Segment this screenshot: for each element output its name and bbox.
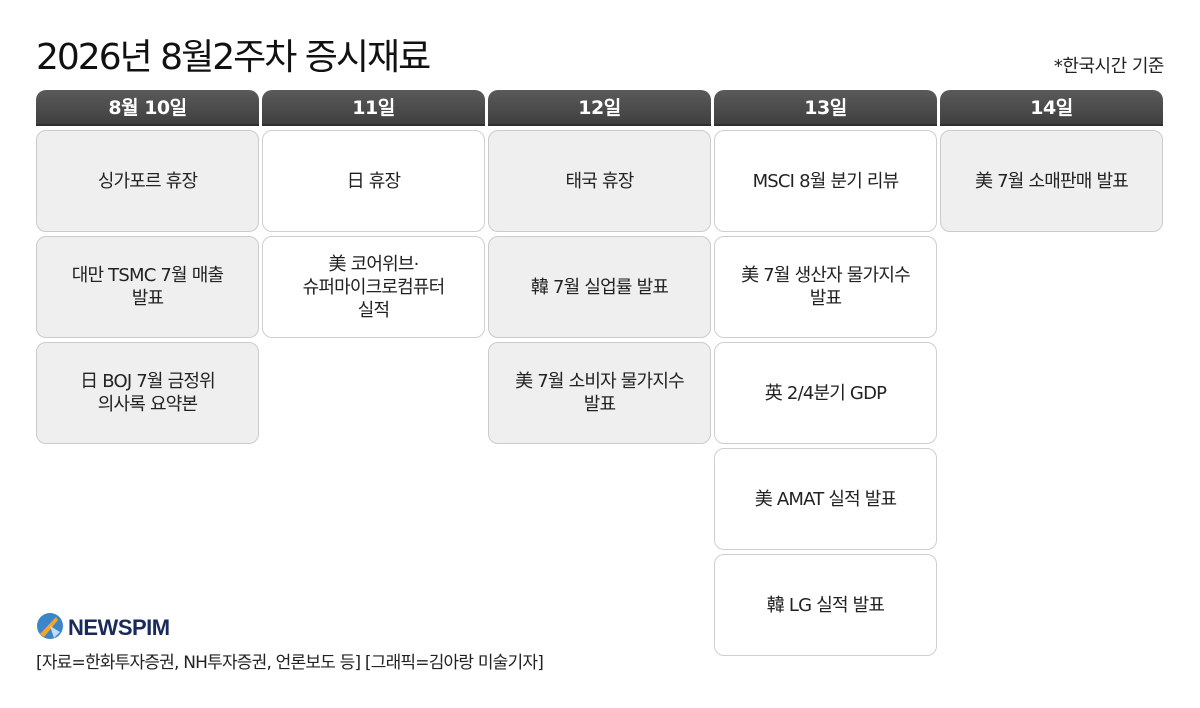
event-cell: 대만 TSMC 7월 매출 발표 [36, 236, 259, 338]
timezone-note: *한국시간 기준 [1053, 56, 1165, 77]
event-cell: 日 휴장 [262, 130, 485, 232]
newspim-logo: NEWSPIM [36, 612, 170, 644]
day-column: 12일 태국 휴장 韓 7월 실업률 발표 美 7월 소비자 물가지수 발표 [488, 90, 711, 656]
source-credit: [자료=한화투자증권, NH투자증권, 언론보도 등] [그래픽=김아랑 미술기… [36, 653, 544, 673]
event-cell: 韓 7월 실업률 발표 [488, 236, 711, 338]
event-cell: 美 AMAT 실적 발표 [714, 448, 937, 550]
event-cell: 日 BOJ 7월 금정위 의사록 요약본 [36, 342, 259, 444]
newspim-logo-text: NEWSPIM [68, 615, 170, 640]
day-header: 13일 [714, 90, 937, 126]
day-column: 11일 日 휴장 美 코어위브· 슈퍼마이크로컴퓨터 실적 [262, 90, 485, 656]
event-cell: 美 7월 소비자 물가지수 발표 [488, 342, 711, 444]
day-column: 8월 10일 싱가포르 휴장 대만 TSMC 7월 매출 발표 日 BOJ 7월… [36, 90, 259, 656]
newspim-logo-icon [36, 612, 64, 644]
event-cell: 英 2/4분기 GDP [714, 342, 937, 444]
event-cell: 韓 LG 실적 발표 [714, 554, 937, 656]
day-header: 12일 [488, 90, 711, 126]
day-column: 14일 美 7월 소매판매 발표 [940, 90, 1163, 656]
event-cell: 싱가포르 휴장 [36, 130, 259, 232]
schedule-grid: 8월 10일 싱가포르 휴장 대만 TSMC 7월 매출 발표 日 BOJ 7월… [36, 90, 1164, 656]
day-header: 14일 [940, 90, 1163, 126]
day-column: 13일 MSCI 8월 분기 리뷰 美 7월 생산자 물가지수 발표 英 2/4… [714, 90, 937, 656]
event-cell: 태국 휴장 [488, 130, 711, 232]
day-header: 11일 [262, 90, 485, 126]
event-cell: 美 7월 소매판매 발표 [940, 130, 1163, 232]
event-cell: 美 7월 생산자 물가지수 발표 [714, 236, 937, 338]
event-cell: 美 코어위브· 슈퍼마이크로컴퓨터 실적 [262, 236, 485, 338]
page-title: 2026년 8월2주차 증시재료 [36, 37, 431, 78]
event-cell: MSCI 8월 분기 리뷰 [714, 130, 937, 232]
day-header: 8월 10일 [36, 90, 259, 126]
